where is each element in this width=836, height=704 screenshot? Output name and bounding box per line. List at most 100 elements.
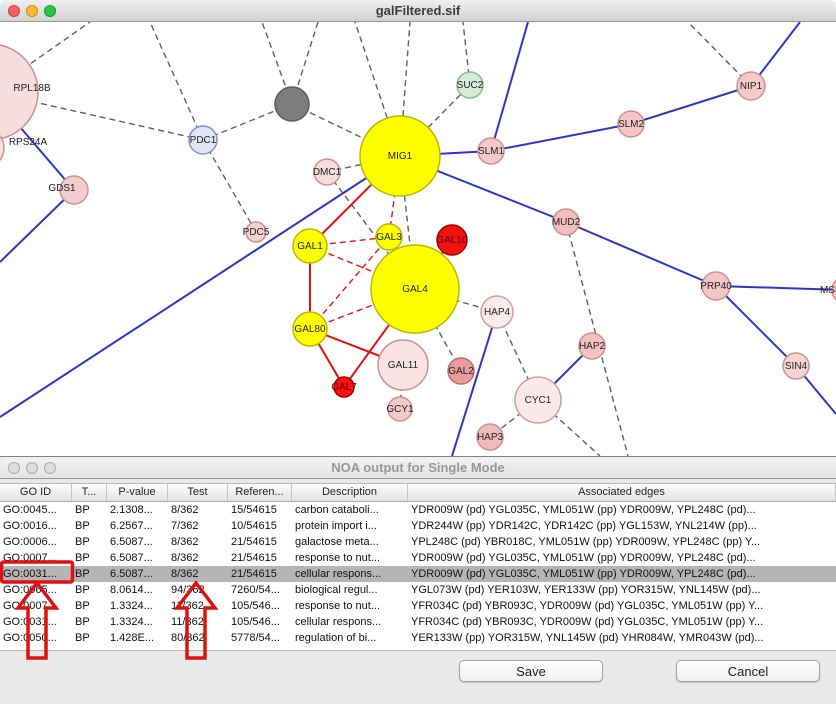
node-label-PDC1: PDC1 — [190, 135, 217, 146]
node-GDS1[interactable] — [59, 175, 89, 205]
node-MSL1[interactable] — [831, 276, 836, 304]
minimize-button[interactable] — [26, 5, 38, 17]
node-label-MSL1: MSL1 — [820, 285, 836, 296]
node-RPL18B[interactable] — [0, 44, 39, 140]
node-SLM1[interactable] — [477, 137, 505, 165]
node-DMC1[interactable] — [313, 158, 341, 186]
node-label-GAL80: GAL80 — [294, 324, 326, 335]
edge-PDC1-PDC5[interactable] — [202, 139, 257, 233]
edge-PDC1-offscreen-top[interactable] — [149, 22, 204, 141]
cancel-button[interactable]: Cancel — [676, 660, 820, 682]
node-GAL11[interactable] — [377, 339, 429, 391]
edge-NIP1-offscreen-top[interactable] — [687, 22, 752, 87]
network-titlebar[interactable]: galFiltered.sif — [0, 0, 836, 22]
node-NIP1[interactable] — [736, 71, 766, 101]
node-PDC5[interactable] — [245, 221, 267, 243]
edge-gray-node-PDC1[interactable] — [202, 103, 293, 141]
node-label-GAL2: GAL2 — [448, 366, 474, 377]
cell-description: cellular respons... — [295, 616, 382, 628]
edge-HAP4-offscreen-bottom[interactable] — [451, 311, 498, 456]
node-GAL1[interactable] — [292, 228, 328, 264]
node-SIN4[interactable] — [782, 352, 810, 380]
edge-SLM2-NIP1[interactable] — [630, 85, 752, 125]
noa-titlebar[interactable]: NOA output for Single Mode — [0, 457, 836, 479]
node-GAL4[interactable] — [370, 244, 460, 334]
column-header-type[interactable]: T... — [72, 484, 107, 501]
cell-p_value: 6.5087... — [110, 552, 153, 564]
node-unlabeled[interactable] — [274, 86, 310, 122]
close-button[interactable] — [8, 5, 20, 17]
cell-p_value: 2.1308... — [110, 504, 153, 516]
cell-associated_edges: YER133W (pp) YOR315W, YNL145W (pd) YHR08… — [411, 632, 764, 644]
edge-SLM1-SLM2[interactable] — [490, 123, 632, 152]
column-header-test[interactable]: Test — [168, 484, 228, 501]
edge-MIG1-offscreen-left[interactable] — [0, 155, 401, 418]
cell-test: 8/362 — [171, 504, 199, 516]
edge-PRP40-MSL1[interactable] — [715, 285, 836, 291]
node-HAP3[interactable] — [476, 423, 504, 451]
cell-type: BP — [75, 568, 90, 580]
cell-reference: 105/546... — [231, 600, 280, 612]
cell-p_value: 6.2567... — [110, 520, 153, 532]
cell-associated_edges: YPL248C (pd) YBR018C, YML051W (pp) YDR00… — [411, 536, 761, 548]
node-PRP40[interactable] — [701, 271, 731, 301]
minimize-button-inactive[interactable] — [26, 462, 38, 474]
edge-GAL80-GAL3[interactable] — [309, 236, 390, 330]
node-GAL3[interactable] — [375, 223, 403, 251]
column-header-p_value[interactable]: P-value — [107, 484, 168, 501]
edge-GDS1-offscreen-left[interactable] — [0, 189, 75, 263]
edge-MIG1-SUC2[interactable] — [399, 84, 471, 157]
close-button-inactive[interactable] — [8, 462, 20, 474]
edge-SLM1-offscreen-top[interactable] — [490, 22, 529, 152]
column-header-description[interactable]: Description — [292, 484, 408, 501]
cell-associated_edges: YDR009W (pd) YGL035C, YML051W (pp) YDR00… — [411, 504, 756, 516]
node-GAL2[interactable] — [447, 357, 475, 385]
cell-test: 80/362 — [171, 632, 205, 644]
save-button[interactable]: Save — [459, 660, 603, 682]
node-GAL7[interactable] — [333, 376, 355, 398]
node-MIG1[interactable] — [359, 115, 441, 197]
node-HAP2[interactable] — [578, 332, 606, 360]
edge-PRP40-SIN4[interactable] — [715, 285, 797, 367]
zoom-button[interactable] — [44, 5, 56, 17]
node-label-MUD2: MUD2 — [552, 217, 581, 228]
cell-go_id: GO:0006... — [3, 536, 57, 548]
node-GAL80[interactable] — [292, 311, 328, 347]
node-GAL10[interactable] — [436, 224, 468, 256]
column-header-go_id[interactable]: GO ID — [0, 484, 72, 501]
cell-reference: 105/546... — [231, 616, 280, 628]
node-label-GCY1: GCY1 — [386, 404, 414, 415]
cell-p_value: 6.5087... — [110, 568, 153, 580]
node-SLM2[interactable] — [617, 110, 645, 138]
node-HAP4[interactable] — [480, 295, 514, 329]
node-label-GAL11: GAL11 — [388, 360, 419, 371]
node-PDC1[interactable] — [188, 125, 218, 155]
zoom-button-inactive[interactable] — [44, 462, 56, 474]
node-RPS24A[interactable] — [0, 128, 5, 168]
edge-MUD2-PRP40[interactable] — [565, 221, 717, 287]
cell-associated_edges: YGL073W (pd) YER103W, YER133W (pp) YOR31… — [411, 584, 761, 596]
node-label-RPS24A: RPS24A — [9, 137, 48, 148]
node-CYC1[interactable] — [514, 376, 562, 424]
noa-window-title: NOA output for Single Mode — [331, 460, 505, 475]
column-header-associated_edges[interactable]: Associated edges — [408, 484, 836, 501]
column-header-reference[interactable]: Referen... — [228, 484, 292, 501]
cell-p_value: 8.0614... — [110, 584, 153, 596]
network-canvas[interactable]: RPL18BRPS24AGDS1PDC1DMC1MIG1SUC2SLM1SLM2… — [0, 22, 836, 456]
node-SUC2[interactable] — [456, 71, 484, 99]
node-label-GAL3: GAL3 — [376, 232, 402, 243]
node-MUD2[interactable] — [552, 208, 580, 236]
cell-p_value: 1.428E... — [110, 632, 155, 644]
node-GCY1[interactable] — [387, 396, 413, 422]
